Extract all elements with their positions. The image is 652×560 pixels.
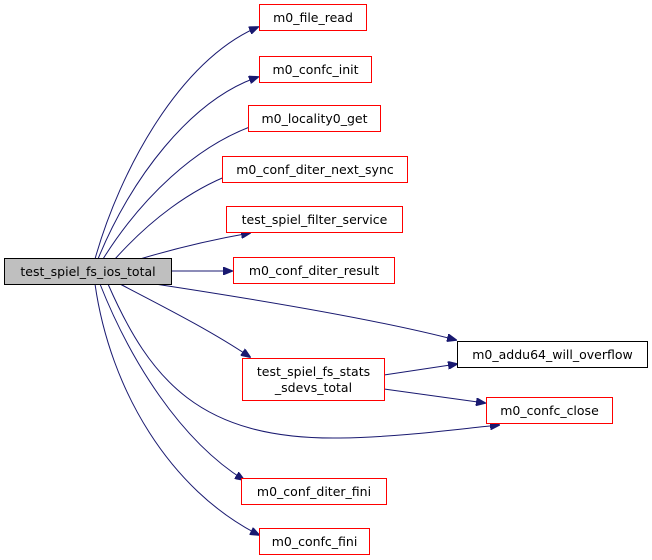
node-label: m0_conf_diter_result bbox=[249, 263, 379, 278]
node-label: m0_file_read bbox=[273, 10, 353, 25]
node-label: m0_conf_diter_next_sync bbox=[236, 162, 394, 177]
node-label: m0_addu64_will_overflow bbox=[472, 347, 633, 362]
node-label-line-1: test_spiel_fs_stats bbox=[257, 364, 370, 379]
node-m0-confc-fini[interactable]: m0_confc_fini bbox=[259, 528, 370, 555]
node-m0-conf-diter-fini[interactable]: m0_conf_diter_fini bbox=[241, 478, 387, 505]
edge-to-confc-close bbox=[107, 283, 499, 439]
edge-to-confc-init bbox=[97, 77, 258, 260]
edge-to-file-read bbox=[94, 27, 258, 260]
node-m0-locality0-get[interactable]: m0_locality0_get bbox=[248, 105, 381, 132]
node-m0-conf-diter-result[interactable]: m0_conf_diter_result bbox=[233, 257, 395, 284]
node-m0-conf-diter-next-sync[interactable]: m0_conf_diter_next_sync bbox=[222, 156, 408, 183]
edge-stats-to-addu64 bbox=[383, 364, 457, 376]
edge-to-addu64 bbox=[154, 283, 456, 340]
node-m0-confc-init[interactable]: m0_confc_init bbox=[259, 56, 372, 83]
node-test-spiel-filter-service[interactable]: test_spiel_filter_service bbox=[226, 206, 403, 233]
node-label: m0_locality0_get bbox=[261, 111, 367, 126]
edge-to-filter-service bbox=[139, 233, 250, 260]
edge-to-diter-fini bbox=[99, 283, 244, 480]
node-test-spiel-fs-stats-sdevs-total[interactable]: test_spiel_fs_stats _sdevs_total bbox=[242, 358, 385, 401]
node-label-line-2: _sdevs_total bbox=[274, 380, 352, 395]
node-label: m0_conf_diter_fini bbox=[257, 484, 371, 499]
node-label: m0_confc_init bbox=[272, 62, 358, 77]
node-m0-addu64-will-overflow[interactable]: m0_addu64_will_overflow bbox=[457, 341, 648, 368]
edge-to-locality0-get bbox=[102, 124, 258, 260]
node-label: test_spiel_filter_service bbox=[242, 212, 388, 227]
node-label: m0_confc_fini bbox=[272, 534, 358, 549]
node-test-spiel-fs-ios-total[interactable]: test_spiel_fs_ios_total bbox=[4, 258, 172, 285]
edges bbox=[94, 27, 499, 535]
edge-to-confc-fini bbox=[94, 283, 259, 535]
edge-to-diter-next-sync bbox=[114, 174, 232, 260]
node-m0-confc-close[interactable]: m0_confc_close bbox=[486, 397, 613, 424]
node-label: m0_confc_close bbox=[500, 403, 599, 418]
edge-stats-to-confc-close bbox=[383, 388, 485, 403]
node-label: test_spiel_fs_ios_total bbox=[20, 264, 155, 279]
node-m0-file-read[interactable]: m0_file_read bbox=[259, 4, 367, 31]
edge-to-fs-stats bbox=[119, 283, 250, 357]
